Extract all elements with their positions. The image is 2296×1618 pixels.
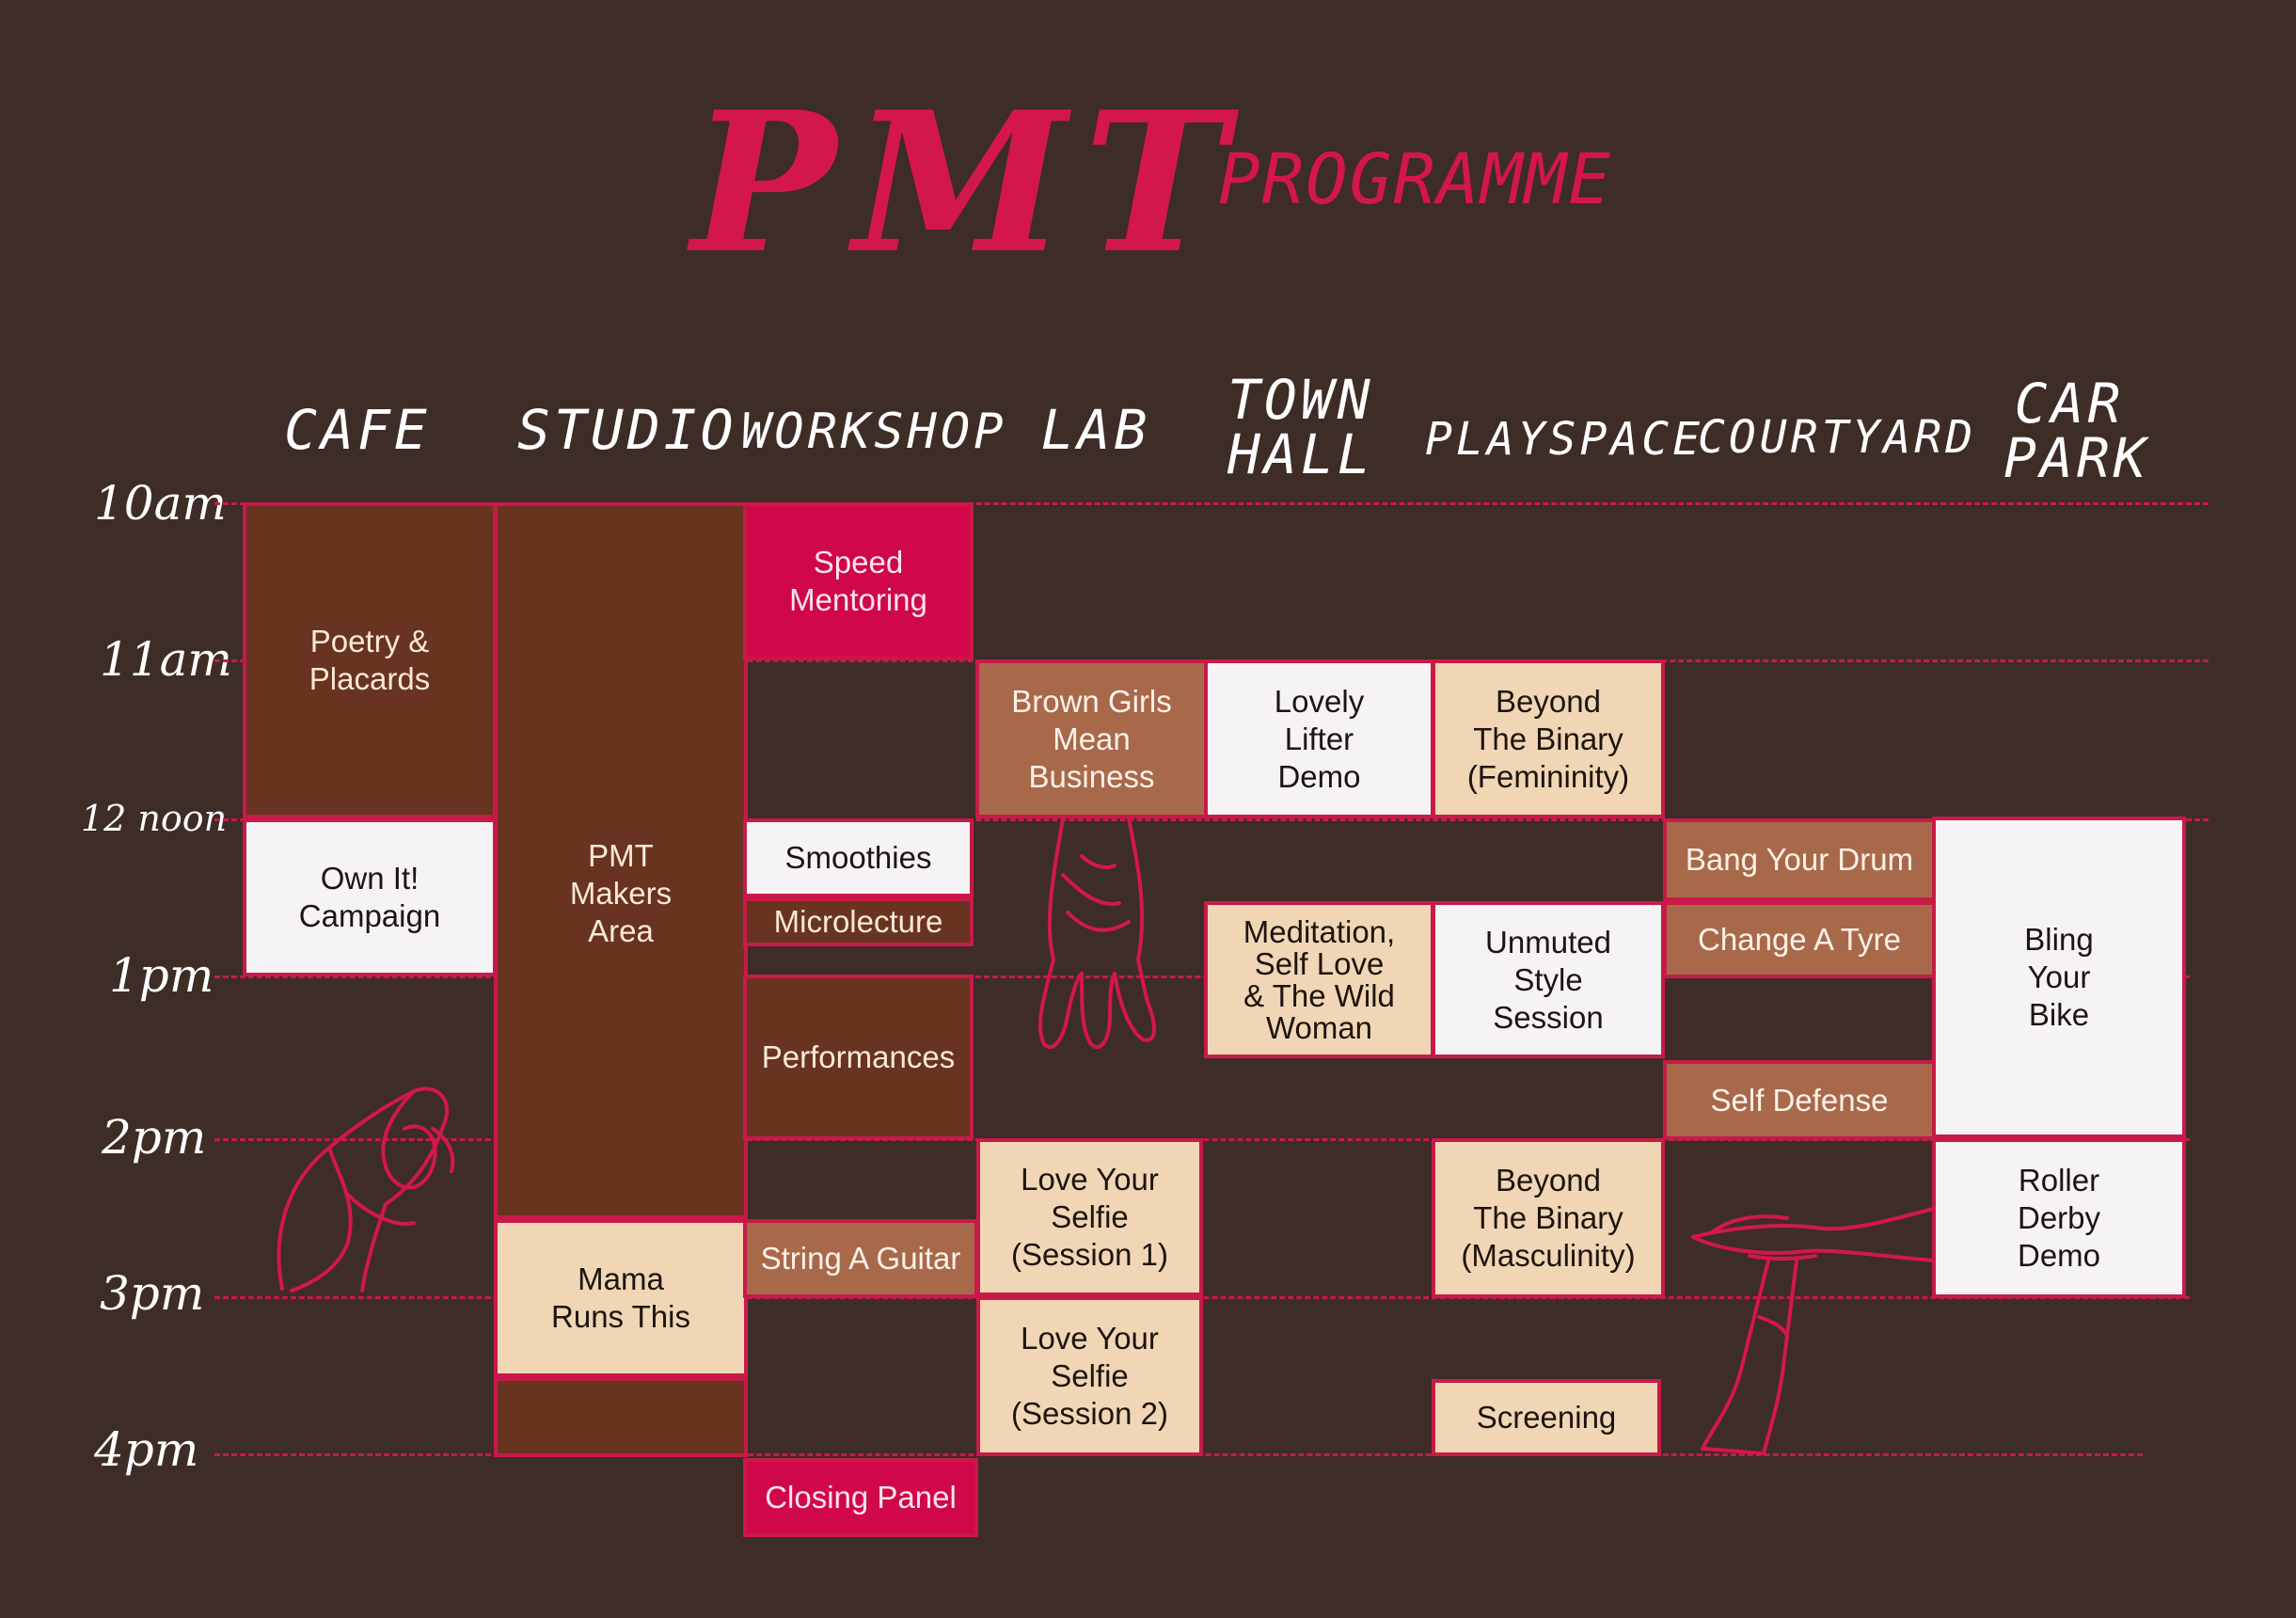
- ok-hand-sketch: [277, 1087, 455, 1293]
- event-speed-mentoring: Speed Mentoring: [743, 502, 974, 660]
- event-mama-runs-this: Mama Runs This: [494, 1219, 748, 1377]
- event-performances: Performances: [743, 975, 974, 1140]
- event-meditation: Meditation, Self Love & The Wild Woman: [1204, 901, 1434, 1058]
- event-change-a-tyre: Change A Tyre: [1663, 901, 1936, 978]
- event-closing-panel: Closing Panel: [743, 1458, 978, 1537]
- event-lovely-lifter-demo: Lovely Lifter Demo: [1204, 659, 1434, 818]
- title-pmt: PMT: [691, 71, 1244, 296]
- time-label-2pm: 2pm: [102, 1110, 207, 1165]
- time-label-10am: 10am: [94, 476, 227, 531]
- title-programme: PROGRAMME: [1218, 139, 1612, 220]
- column-header-courtyard: COURTYARD: [1698, 411, 1977, 464]
- time-label-3pm: 3pm: [100, 1266, 205, 1321]
- time-out-hands-sketch: [1691, 1207, 1935, 1455]
- event-pmt-makers-area: PMT Makers Area: [494, 502, 748, 1219]
- event-microlecture: Microlecture: [743, 897, 974, 946]
- time-label-12noon: 12 noon: [81, 798, 228, 839]
- column-header-town-hall: TOWN HALL: [1227, 368, 1374, 486]
- event-studio-4pm-block: [494, 1377, 748, 1457]
- fingers-walking-sketch: [1037, 817, 1156, 1050]
- column-header-cafe: CAFE: [284, 398, 431, 462]
- event-bling-your-bike: Bling Your Bike: [1932, 817, 2186, 1138]
- event-unmuted-style-session: Unmuted Style Session: [1432, 901, 1665, 1058]
- event-beyond-the-binary-masculinity: Beyond The Binary (Masculinity): [1432, 1138, 1665, 1298]
- event-love-your-selfie-1: Love Your Selfie (Session 1): [976, 1138, 1203, 1296]
- time-label-11am: 11am: [100, 632, 232, 687]
- column-header-car-park: CAR PARK: [2003, 372, 2150, 490]
- hour-line-10am: [214, 502, 2209, 505]
- event-love-your-selfie-2: Love Your Selfie (Session 2): [976, 1296, 1203, 1456]
- event-self-defense: Self Defense: [1663, 1060, 1936, 1140]
- event-own-it-campaign: Own It! Campaign: [243, 818, 497, 976]
- event-brown-girls-mean-business: Brown Girls Mean Business: [975, 659, 1208, 818]
- event-smoothies: Smoothies: [743, 818, 974, 897]
- column-header-studio: STUDIO: [517, 398, 737, 462]
- time-label-4pm: 4pm: [94, 1422, 199, 1477]
- column-header-playspace: PLAYSPACE: [1425, 413, 1704, 466]
- event-beyond-the-binary-femininity: Beyond The Binary (Femininity): [1432, 659, 1665, 818]
- event-screening: Screening: [1432, 1379, 1661, 1456]
- event-roller-derby-demo: Roller Derby Demo: [1932, 1138, 2186, 1298]
- event-bang-your-drum: Bang Your Drum: [1663, 818, 1936, 901]
- time-label-1pm: 1pm: [109, 948, 214, 1003]
- hour-line-12noon: [214, 818, 2209, 821]
- hour-line-1pm: [214, 976, 2190, 978]
- event-poetry-placards: Poetry & Placards: [243, 502, 497, 818]
- event-string-a-guitar: String A Guitar: [743, 1219, 978, 1298]
- column-header-workshop: WORKSHOP: [741, 404, 1007, 460]
- column-header-lab: LAB: [1040, 398, 1151, 462]
